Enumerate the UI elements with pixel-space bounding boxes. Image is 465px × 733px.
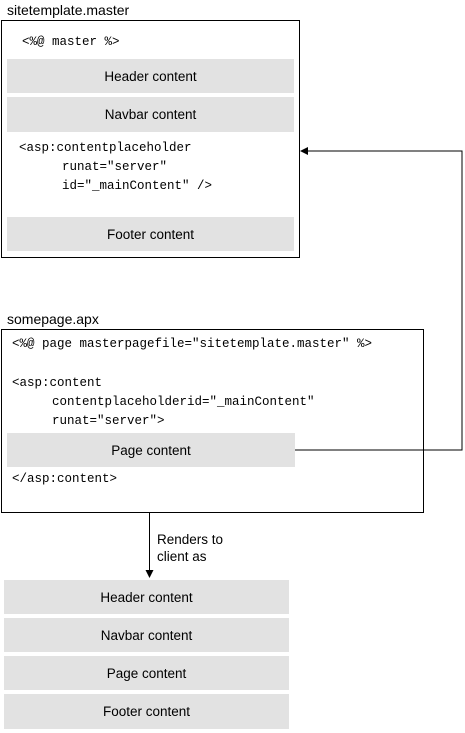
placeholder-line-2: runat="server" <box>62 160 168 174</box>
master-page-box: <%@ master %> Header content Navbar cont… <box>1 20 300 258</box>
master-navbar-block: Navbar content <box>7 97 294 132</box>
master-file-title: sitetemplate.master <box>7 2 130 18</box>
content-line-1: <asp:content <box>12 376 103 390</box>
placeholder-arrowhead <box>300 147 308 155</box>
placeholder-line-1: <asp:contentplaceholder <box>19 141 192 155</box>
content-file-title: somepage.apx <box>7 311 99 327</box>
output-page-block: Page content <box>4 656 289 690</box>
page-content-block: Page content <box>7 433 295 467</box>
render-label-line-2: client as <box>157 549 207 564</box>
output-navbar-block: Navbar content <box>4 618 289 652</box>
render-arrowhead <box>145 570 154 578</box>
placeholder-line-3: id="_mainContent" /> <box>62 179 213 193</box>
content-line-3: runat="server"> <box>52 414 165 428</box>
master-header-block: Header content <box>7 59 294 93</box>
content-line-2: contentplaceholderid="_mainContent" <box>52 395 315 409</box>
render-label-line-1: Renders to <box>157 532 224 547</box>
content-page-box: <%@ page masterpagefile="sitetemplate.ma… <box>1 329 424 513</box>
content-closing-tag: </asp:content> <box>12 472 118 486</box>
output-footer-block: Footer content <box>4 694 289 729</box>
content-directive: <%@ page masterpagefile="sitetemplate.ma… <box>12 337 373 351</box>
master-directive: <%@ master %> <box>22 35 120 49</box>
master-footer-block: Footer content <box>7 217 294 251</box>
output-header-block: Header content <box>4 580 289 614</box>
